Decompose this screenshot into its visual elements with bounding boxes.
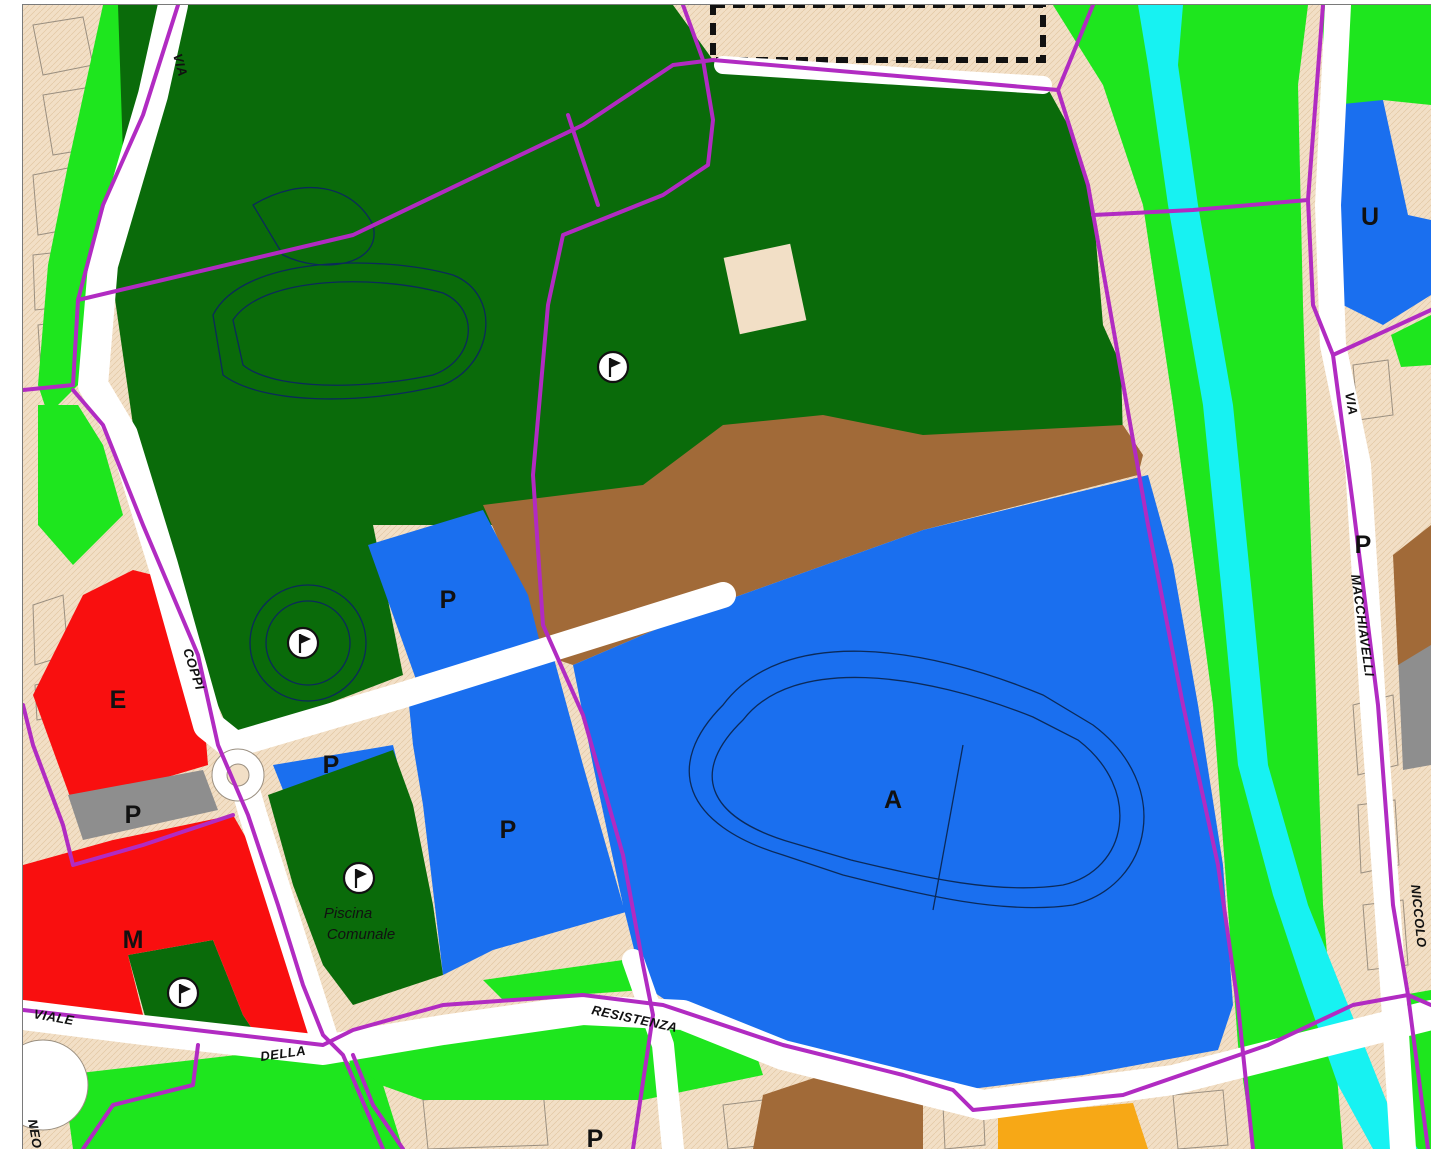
gray-east-zone: [1398, 645, 1431, 770]
sports-flag-icon: [166, 976, 200, 1010]
street-label-neo: NEO: [25, 1118, 45, 1149]
sports-flag-icon: [342, 861, 376, 895]
zone-label-a: A: [884, 786, 902, 814]
street-label-via: VIA: [170, 52, 190, 78]
orange-zone: [998, 1103, 1148, 1149]
parking-zones: [273, 100, 1431, 975]
stadium-zone-a: [573, 475, 1233, 1090]
zone-label-p: P: [500, 816, 517, 844]
street-label-della: DELLA: [259, 1043, 306, 1064]
place-label-piscina: Piscina: [324, 905, 372, 922]
zone-e-area: [33, 570, 208, 805]
sports-flag-icon: [596, 350, 630, 384]
zone-label-m: M: [123, 926, 144, 954]
river: [1138, 5, 1418, 1149]
zone-label-p: P: [440, 586, 457, 614]
top-dashed-block: [710, 5, 1046, 63]
street-label-niccolo: NICCOLO: [1408, 884, 1430, 949]
sports-flag-icon: [286, 626, 320, 660]
zone-label-p: P: [323, 751, 340, 779]
zone-boundaries: [23, 5, 1431, 1149]
roundabout-southwest: [23, 1039, 89, 1131]
brown-east-zone: [1393, 525, 1431, 665]
zone-label-e: E: [110, 686, 127, 714]
street-label-viale: VIALE: [32, 1006, 75, 1028]
gray-parking-zone: [68, 770, 218, 840]
zone-m-area: [23, 815, 308, 1045]
street-label-via-east: VIA: [1342, 391, 1361, 416]
map-viewport[interactable]: A E M U P P P P P P VIA COPPI VIALE DELL…: [22, 4, 1431, 1149]
place-label-comunale: Comunale: [327, 926, 395, 943]
zone-label-p: P: [125, 801, 142, 829]
zone-label-p: P: [587, 1125, 604, 1149]
zoning-map: A E M U P P P P P P VIA COPPI VIALE DELL…: [23, 5, 1431, 1149]
inner-block: [723, 243, 807, 335]
zone-label-u: U: [1361, 203, 1379, 231]
zone-label-p: P: [1355, 531, 1372, 559]
track-outlines: [212, 186, 1145, 911]
brown-zone: [483, 415, 1143, 665]
